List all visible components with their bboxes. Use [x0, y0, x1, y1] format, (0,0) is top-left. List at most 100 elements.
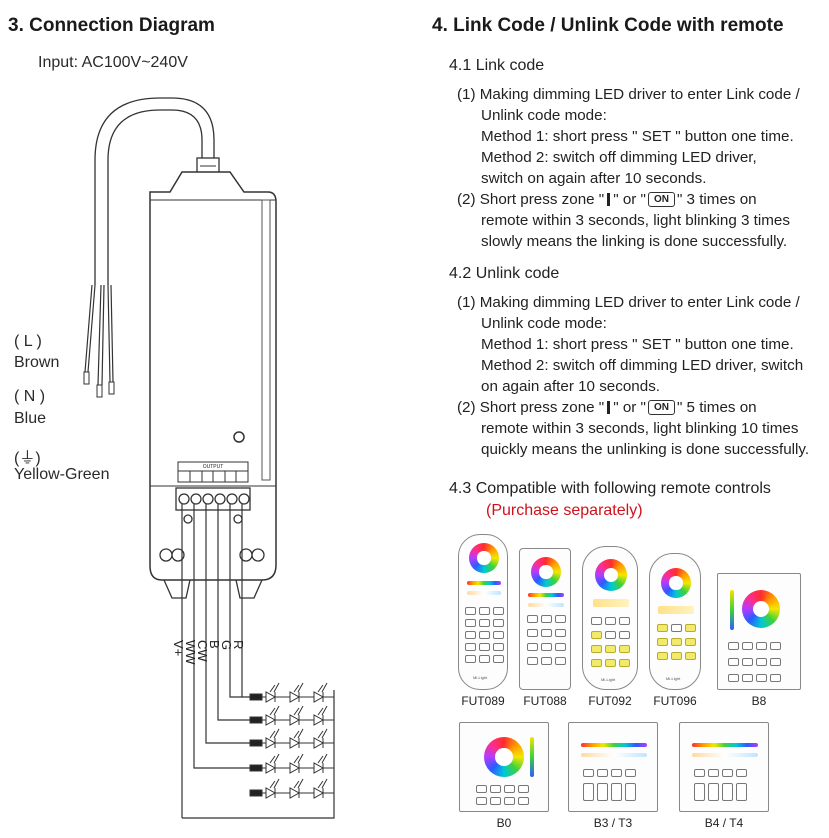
led-light-ray: [269, 755, 276, 764]
link-step1-line1: (1) Making dimming LED driver to enter L…: [457, 86, 800, 103]
remote-caption-fut096: FUT096: [653, 694, 697, 708]
remote-fut088-image: [519, 548, 571, 690]
remote-caption-fut089: FUT089: [461, 694, 505, 708]
remote-caption-fut092: FUT092: [588, 694, 632, 708]
led-light-ray: [293, 730, 300, 739]
unlink-step1-line1: (1) Making dimming LED driver to enter L…: [457, 294, 800, 311]
remote-b8-image: [717, 573, 801, 690]
led-light-ray: [317, 755, 324, 764]
led-diode-icon: [289, 691, 301, 703]
led-diode-icon: [289, 762, 301, 774]
link-step1-line4: Method 2: switch off dimming LED driver,: [481, 149, 757, 166]
zone-bar-icon: [607, 193, 611, 207]
connection-diagram-title: 3. Connection Diagram: [8, 15, 215, 36]
remote-caption-b3-t3: B3 / T3: [593, 816, 633, 830]
led-diode-icon: [313, 691, 325, 703]
led-diode-icon: [265, 787, 277, 799]
led-light-ray: [321, 753, 328, 764]
led-light-ray: [293, 684, 300, 693]
led-light-ray: [293, 707, 300, 716]
output-strip-label: OUTPUT: [203, 464, 224, 470]
unlink-code-heading: 4.2 Unlink code: [449, 265, 560, 282]
led-light-ray: [293, 755, 300, 764]
remote-b3-t3-image: [568, 722, 658, 812]
led-diode-icon: [289, 787, 301, 799]
led-diode-icon: [265, 691, 277, 703]
remote-fut092-brand: Mi-Light: [601, 677, 616, 682]
remote-b4-t4-image: [679, 722, 769, 812]
wire-n-color: Blue: [14, 410, 47, 427]
led-diode-icon: [265, 737, 277, 749]
terminal-label-ww: WW: [183, 640, 198, 665]
remote-caption-b8: B8: [751, 694, 767, 708]
unlink-step1-line3: Method 1: short press " SET " button one…: [481, 336, 794, 353]
led-light-ray: [297, 778, 304, 789]
terminal-label-r: R: [231, 640, 246, 649]
remote-fut089-brand: Mi-Light: [473, 675, 488, 680]
remote-caption-fut088: FUT088: [523, 694, 567, 708]
link-code-title: 4. Link Code / Unlink Code with remote: [432, 15, 784, 36]
zone-bar-icon: [607, 401, 611, 415]
led-diode-icon: [289, 737, 301, 749]
resistor-symbol: [249, 739, 263, 747]
led-light-ray: [321, 682, 328, 693]
led-diode-icon: [313, 714, 325, 726]
terminal-label-cw: CW: [195, 640, 210, 662]
led-light-ray: [321, 705, 328, 716]
led-light-ray: [317, 730, 324, 739]
wire-l-color: Brown: [14, 354, 60, 371]
unlink-step1-line2: Unlink code mode:: [481, 315, 607, 332]
remote-fut092-image: Mi-Light: [582, 546, 638, 690]
wire-ground-color: Yellow-Green: [14, 466, 110, 483]
link-step2-line1: (2) Short press zone "" or "ON" 3 times …: [457, 191, 757, 208]
link-code-heading: 4.1 Link code: [449, 57, 545, 74]
led-light-ray: [297, 682, 304, 693]
unlink-step2-line3: quickly means the unlinking is done succ…: [481, 441, 810, 458]
led-diode-icon: [313, 762, 325, 774]
unlink-step1-line5: on again after 10 seconds.: [481, 378, 661, 395]
led-light-ray: [273, 682, 280, 693]
led-diode-icon: [289, 714, 301, 726]
led-diode-icon: [265, 762, 277, 774]
remote-fut096-image: Mi-Light: [649, 553, 701, 690]
unlink-step2-line1: (2) Short press zone "" or "ON" 5 times …: [457, 399, 757, 416]
link-step1-line5: switch on again after 10 seconds.: [481, 170, 707, 187]
remote-b0-image: [459, 722, 549, 812]
terminal-label-vplus: V+: [171, 640, 186, 656]
led-diode-icon: [265, 714, 277, 726]
led-light-ray: [297, 705, 304, 716]
on-button-icon: ON: [647, 400, 675, 416]
remote-caption-b0: B0: [496, 816, 512, 830]
connection-diagram-drawing: V+ WW CW B G R OUTPUT: [83, 97, 335, 819]
purchase-separately-note: (Purchase separately): [486, 502, 643, 519]
led-light-ray: [321, 778, 328, 789]
resistor-symbol: [249, 693, 263, 701]
resistor-symbol: [249, 789, 263, 797]
wire-l-code: ( L ): [14, 333, 42, 350]
led-diode-icon: [313, 787, 325, 799]
led-light-ray: [317, 780, 324, 789]
led-light-ray: [269, 707, 276, 716]
led-light-ray: [273, 728, 280, 739]
wire-n-code: ( N ): [14, 388, 46, 405]
led-light-ray: [321, 728, 328, 739]
led-light-ray: [297, 728, 304, 739]
resistor-symbol: [249, 716, 263, 724]
led-light-ray: [317, 707, 324, 716]
led-light-ray: [273, 778, 280, 789]
link-step2-line3: slowly means the linking is done success…: [481, 233, 788, 250]
link-step2-line2: remote within 3 seconds, light blinking …: [481, 212, 790, 229]
link-step1-line3: Method 1: short press " SET " button one…: [481, 128, 794, 145]
link-step1-line2: Unlink code mode:: [481, 107, 607, 124]
remote-fut096-brand: Mi-Light: [666, 676, 681, 681]
led-light-ray: [273, 753, 280, 764]
input-voltage-label: Input: AC100V~240V: [38, 54, 188, 71]
led-light-ray: [293, 780, 300, 789]
on-button-icon: ON: [647, 192, 675, 208]
terminal-label-g: G: [219, 640, 234, 650]
terminal-label-b: B: [207, 640, 222, 649]
remote-fut089-image: Mi-Light: [458, 534, 508, 690]
led-light-ray: [297, 753, 304, 764]
led-diode-icon: [313, 737, 325, 749]
compatible-remotes-heading: 4.3 Compatible with following remote con…: [449, 480, 771, 497]
